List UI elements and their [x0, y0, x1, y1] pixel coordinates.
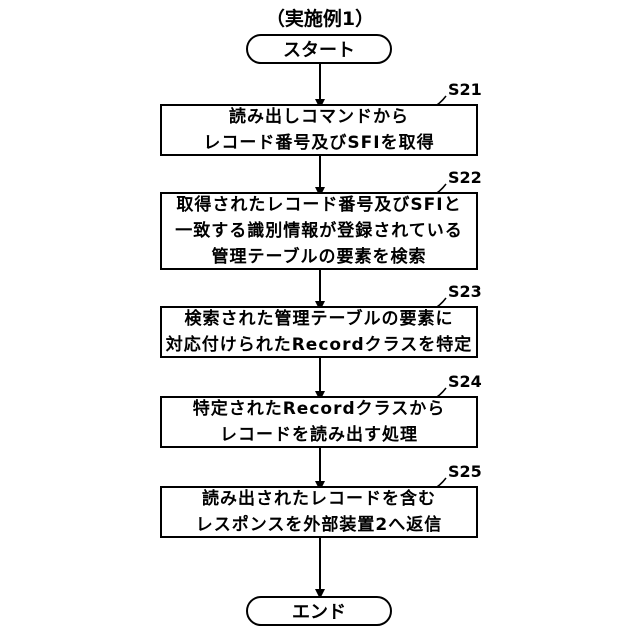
step-line: 管理テーブルの要素を検索 — [212, 244, 427, 270]
step-box-s21: 読み出しコマンドから レコード番号及びSFIを取得 — [160, 104, 478, 156]
step-line: 特定されたRecordクラスから — [193, 396, 446, 422]
step-id-s22: S22 — [448, 168, 482, 187]
start-terminal: スタート — [246, 34, 392, 64]
step-line: レコード番号及びSFIを取得 — [203, 130, 434, 156]
step-line: 検索された管理テーブルの要素に — [185, 306, 454, 332]
step-box-s25: 読み出されたレコードを含む レスポンスを外部装置2へ返信 — [160, 486, 478, 538]
step-line: 読み出しコマンドから — [229, 104, 409, 130]
step-id-s23: S23 — [448, 282, 482, 301]
step-id-s24: S24 — [448, 372, 482, 391]
end-terminal: エンド — [246, 596, 392, 626]
step-box-s24: 特定されたRecordクラスから レコードを読み出す処理 — [160, 396, 478, 448]
end-label: エンド — [292, 598, 346, 624]
step-line: レコードを読み出す処理 — [220, 422, 418, 448]
step-box-s23: 検索された管理テーブルの要素に 対応付けられたRecordクラスを特定 — [160, 306, 478, 358]
step-line: 一致する識別情報が登録されている — [175, 218, 463, 244]
step-line: 読み出されたレコードを含む — [202, 486, 436, 512]
step-line: レスポンスを外部装置2へ返信 — [196, 512, 443, 538]
step-box-s22: 取得されたレコード番号及びSFIと 一致する識別情報が登録されている 管理テーブ… — [160, 192, 478, 270]
step-line: 取得されたレコード番号及びSFIと — [176, 192, 461, 218]
step-line: 対応付けられたRecordクラスを特定 — [166, 332, 473, 358]
step-id-s21: S21 — [448, 80, 482, 99]
step-id-s25: S25 — [448, 462, 482, 481]
start-label: スタート — [283, 36, 355, 62]
